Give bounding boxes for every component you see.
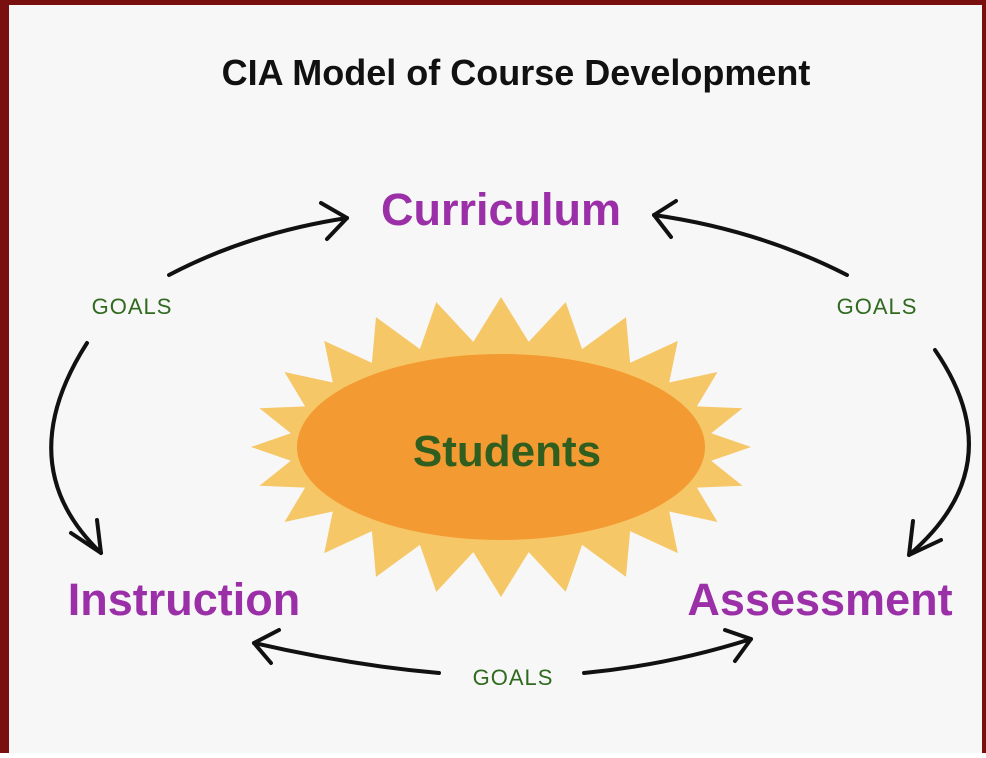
goals-label-left: GOALS — [92, 294, 173, 319]
goals-label-bottom: GOALS — [473, 665, 554, 690]
cia-diagram: CIA Model of Course Development Students… — [49, 52, 971, 690]
arrow-bottom-to-assessment — [582, 637, 753, 675]
arrowhead-instruction — [69, 518, 103, 555]
arrowhead-curriculum-right — [652, 199, 678, 239]
instruction-label: Instruction — [68, 574, 301, 625]
arrow-bottom-to-instruction — [252, 641, 441, 675]
students-ellipse — [297, 354, 705, 540]
diagram-title: CIA Model of Course Development — [222, 52, 811, 93]
arrow-curriculum-to-assessment — [907, 348, 971, 557]
curriculum-label: Curriculum — [381, 184, 621, 235]
arrow-right-to-curriculum — [652, 213, 849, 277]
assessment-label: Assessment — [687, 574, 952, 625]
arrow-left-to-curriculum — [167, 216, 349, 277]
arrowhead-curriculum-left — [319, 201, 349, 241]
students-label: Students — [413, 427, 601, 476]
arrowhead-assessment — [907, 519, 943, 557]
arrowhead-assessment-bottom — [723, 628, 753, 663]
arrow-curriculum-to-instruction — [49, 341, 103, 555]
arrowhead-instruction-bottom — [252, 628, 281, 665]
goals-label-right: GOALS — [837, 294, 918, 319]
